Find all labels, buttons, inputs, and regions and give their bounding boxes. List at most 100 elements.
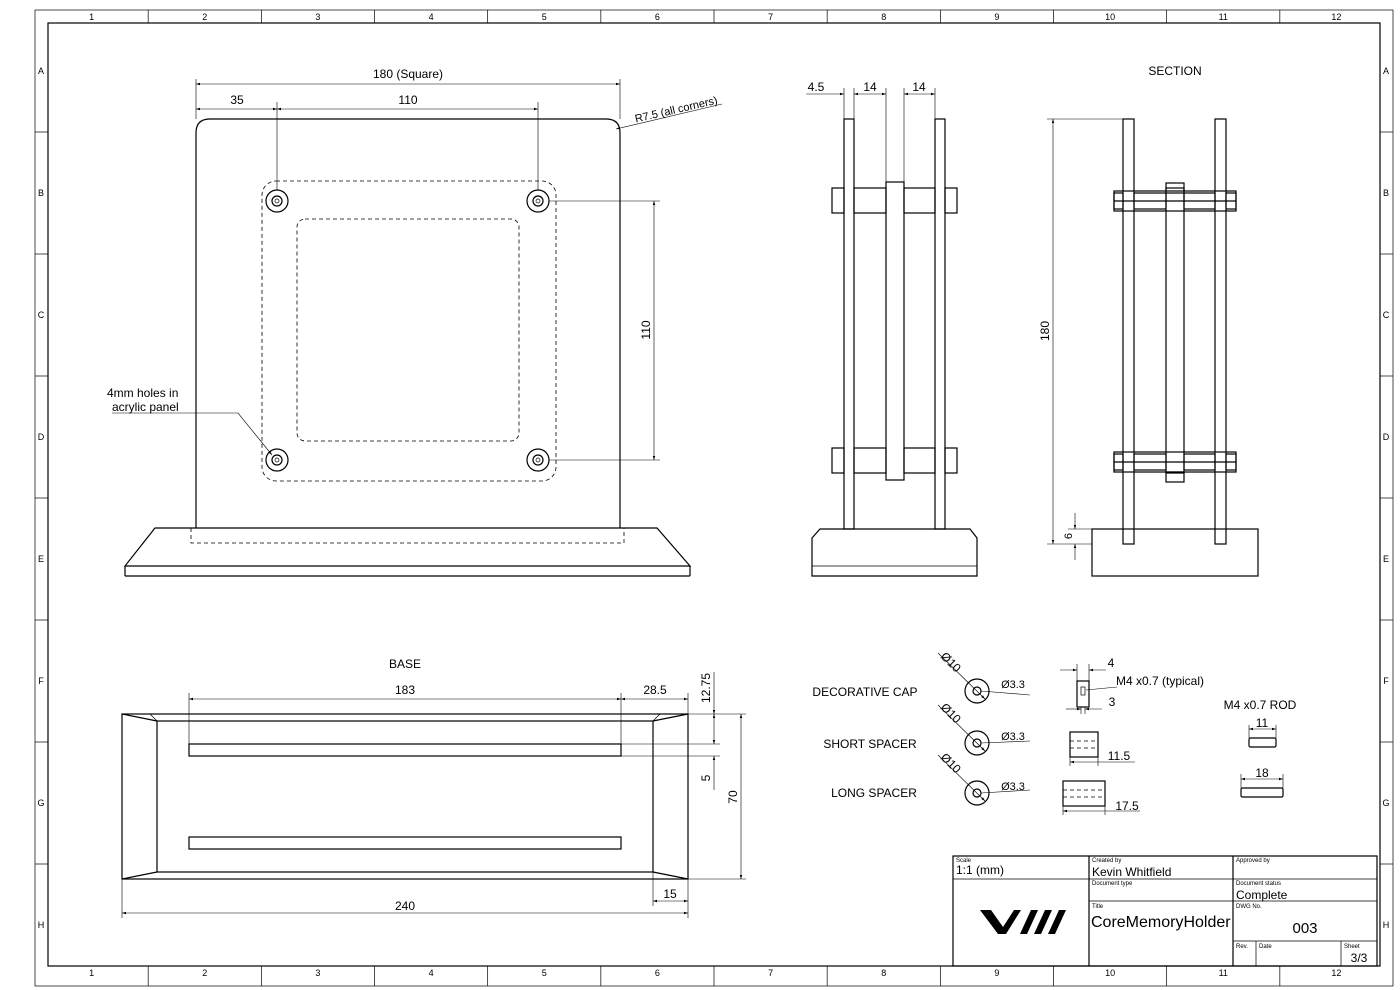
long-spacer-label: LONG SPACER — [831, 786, 917, 800]
grid-col-top: 7 — [768, 12, 773, 22]
grid-col-bottom: 6 — [655, 968, 660, 978]
grid-col-bottom: 9 — [994, 968, 999, 978]
grid-col-top: 4 — [429, 12, 434, 22]
grid-row-right: G — [1382, 798, 1389, 808]
grid-row-right: A — [1383, 66, 1389, 76]
mount-hole — [265, 448, 289, 472]
dwg-label: DWG No. — [1236, 904, 1262, 910]
section-core-panel — [1165, 187, 1185, 474]
rod-short: 11 — [1248, 716, 1277, 748]
sheet-label: Sheet — [1344, 944, 1360, 950]
grid-row-left: B — [38, 188, 44, 198]
base-outline — [121, 713, 689, 880]
section-base — [1091, 528, 1259, 577]
grid-col-top: 10 — [1105, 12, 1115, 22]
dim-hole-offset: 35 — [230, 93, 244, 107]
long-end-view: Ø10 Ø3.3 — [937, 750, 1031, 806]
side-base — [811, 528, 978, 577]
dim-base-chamfer: 15 — [663, 887, 677, 901]
grid-col-top: 1 — [89, 12, 94, 22]
side-panel-left — [843, 118, 855, 530]
grid-row-right: E — [1383, 554, 1389, 564]
grid-col-bottom: 7 — [768, 968, 773, 978]
grid-col-top: 3 — [315, 12, 320, 22]
sheet-border — [34, 9, 1394, 987]
grid-row-left: A — [38, 66, 44, 76]
core-outline — [296, 218, 520, 442]
grid-col-bottom: 8 — [881, 968, 886, 978]
grid-row-right: D — [1383, 432, 1390, 442]
title-value: CoreMemoryHolder — [1091, 914, 1231, 931]
cap-label: DECORATIVE CAP — [812, 685, 917, 699]
title-block: Scale 1:1 (mm) Created by Kevin Whitfiel… — [952, 855, 1378, 967]
grid-col-top: 12 — [1331, 12, 1341, 22]
grid-col-bottom: 5 — [542, 968, 547, 978]
short-end-view: Ø10 Ø3.3 — [937, 700, 1031, 756]
sheet-value: 3/3 — [1351, 951, 1368, 965]
dim-slot-length: 183 — [395, 683, 415, 697]
grid-col-top: 11 — [1219, 12, 1228, 22]
section-view: SECTION 180 6 — [1038, 64, 1259, 577]
long-od: Ø10 — [938, 750, 964, 776]
cap-dim-top: 4 — [1108, 656, 1115, 670]
long-spacer-side: 17.5 — [1062, 780, 1140, 815]
grid-col-bottom: 2 — [202, 968, 207, 978]
front-view: 180 (Square) 35 110 R7.5 (all corners) 1… — [107, 67, 723, 577]
dim-hole-spacing: 110 — [398, 93, 417, 107]
dim-hole-spacing-v: 110 — [639, 320, 653, 339]
short-spacer-label: SHORT SPACER — [823, 737, 917, 751]
hole-note-line2: acrylic panel — [112, 400, 179, 414]
grid-row-left: G — [37, 798, 44, 808]
dwg-value: 003 — [1292, 920, 1317, 937]
dim-corner-radius: R7.5 (all corners) — [634, 95, 719, 126]
grid-col-bottom: 3 — [315, 968, 320, 978]
grid-row-left: E — [38, 554, 44, 564]
created-value: Kevin Whitfield — [1092, 865, 1171, 879]
short-od: Ø10 — [938, 700, 964, 726]
dim-base-length: 240 — [395, 899, 415, 913]
base-slot — [188, 743, 622, 757]
created-label: Created by — [1092, 858, 1121, 864]
short-spacer-side: 11.5 — [1069, 731, 1135, 766]
rod-long-len: 18 — [1255, 766, 1269, 780]
dim-slot-width: 5 — [699, 774, 713, 781]
grid-col-top: 2 — [202, 12, 207, 22]
grid-col-top: 6 — [655, 12, 660, 22]
scale-value: 1:1 (mm) — [956, 863, 1004, 877]
long-id: Ø3.3 — [1001, 781, 1025, 793]
cap-id: Ø3.3 — [1001, 679, 1025, 691]
rod-long: 18 — [1240, 766, 1284, 798]
grid-row-left: F — [38, 676, 44, 686]
rod-title: M4 x0.7 ROD — [1224, 698, 1297, 712]
doctype-label: Document type — [1092, 881, 1133, 887]
mount-hole — [526, 189, 550, 213]
long-len: 17.5 — [1115, 799, 1139, 813]
status-value: Complete — [1236, 888, 1288, 902]
dim-side-a: 4.5 — [808, 80, 825, 94]
grid-col-top: 5 — [542, 12, 547, 22]
grid-col-bottom: 1 — [89, 968, 94, 978]
mounting-outline — [261, 180, 557, 482]
scale-label: Scale — [956, 858, 972, 864]
cap-side-view: 4 3 M4 x0.7 (typical) — [1060, 656, 1204, 714]
thread-note: M4 x0.7 (typical) — [1116, 674, 1204, 688]
grid-row-right: C — [1383, 310, 1390, 320]
dim-base-end: 28.5 — [643, 683, 667, 697]
section-panel-right — [1214, 118, 1227, 545]
grid-col-top: 9 — [994, 12, 999, 22]
grid-col-bottom: 4 — [429, 968, 434, 978]
base-slot — [188, 836, 622, 850]
base-title: BASE — [389, 657, 421, 671]
base-view: BASE 183 28.5 12.75 5 70 — [121, 657, 746, 918]
grid-row-left: D — [38, 432, 45, 442]
grid-col-bottom: 11 — [1219, 968, 1228, 978]
mount-hole — [265, 189, 289, 213]
approved-label: Approved by — [1236, 858, 1270, 864]
hole-note-line1: 4mm holes in — [107, 386, 178, 400]
cap-od: Ø10 — [938, 649, 964, 675]
company-logo — [980, 910, 1066, 934]
dim-base-top: 12.75 — [699, 673, 713, 703]
